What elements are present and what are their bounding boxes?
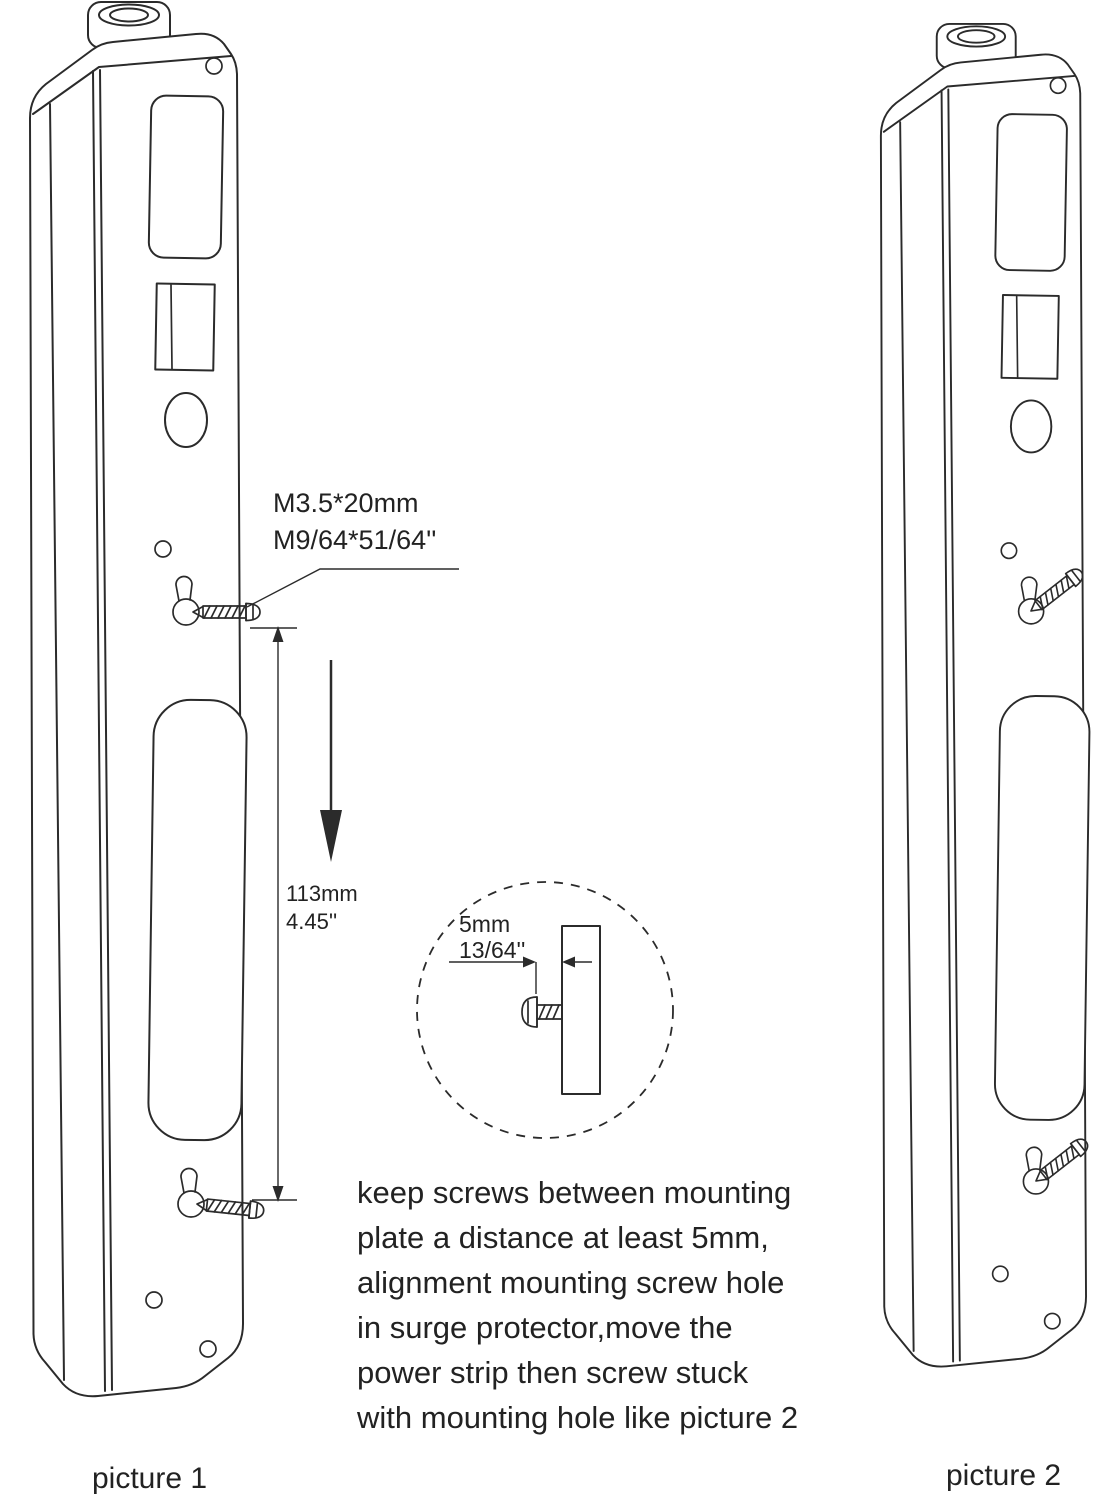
caption-picture-1: picture 1 (92, 1462, 207, 1495)
instruction-text: keep screws between mounting plate a dis… (356, 1175, 798, 1435)
distance-label-in: 4.45'' (286, 909, 337, 934)
gap-detail-view: 5mm 13/64'' (416, 881, 674, 1139)
instruction-line: plate a distance at least 5mm, (357, 1220, 769, 1255)
screw-distance-dimension: 113mm 4.45'' (250, 626, 358, 1202)
caption-picture-2: picture 2 (946, 1459, 1061, 1492)
instruction-line: alignment mounting screw hole (357, 1265, 784, 1300)
instruction-line: keep screws between mounting (357, 1175, 791, 1210)
screw-spec-callout: M3.5*20mm M9/64*51/64'' (246, 488, 459, 608)
down-arrow-icon (320, 660, 342, 862)
instruction-line: in surge protector,move the (357, 1310, 733, 1345)
power-strip-picture-1 (30, 2, 247, 1396)
screw-spec-imperial: M9/64*51/64'' (273, 525, 436, 555)
instruction-line: power strip then screw stuck (357, 1355, 749, 1390)
gap-label-in: 13/64'' (459, 937, 525, 963)
gap-label-mm: 5mm (459, 911, 510, 937)
distance-label-mm: 113mm (286, 881, 358, 906)
instruction-line: with mounting hole like picture 2 (356, 1400, 798, 1435)
mounting-plate-section (561, 925, 601, 1095)
screw-spec-metric: M3.5*20mm (273, 488, 419, 518)
detail-screw-icon (521, 996, 563, 1028)
power-strip-picture-2 (881, 24, 1090, 1367)
